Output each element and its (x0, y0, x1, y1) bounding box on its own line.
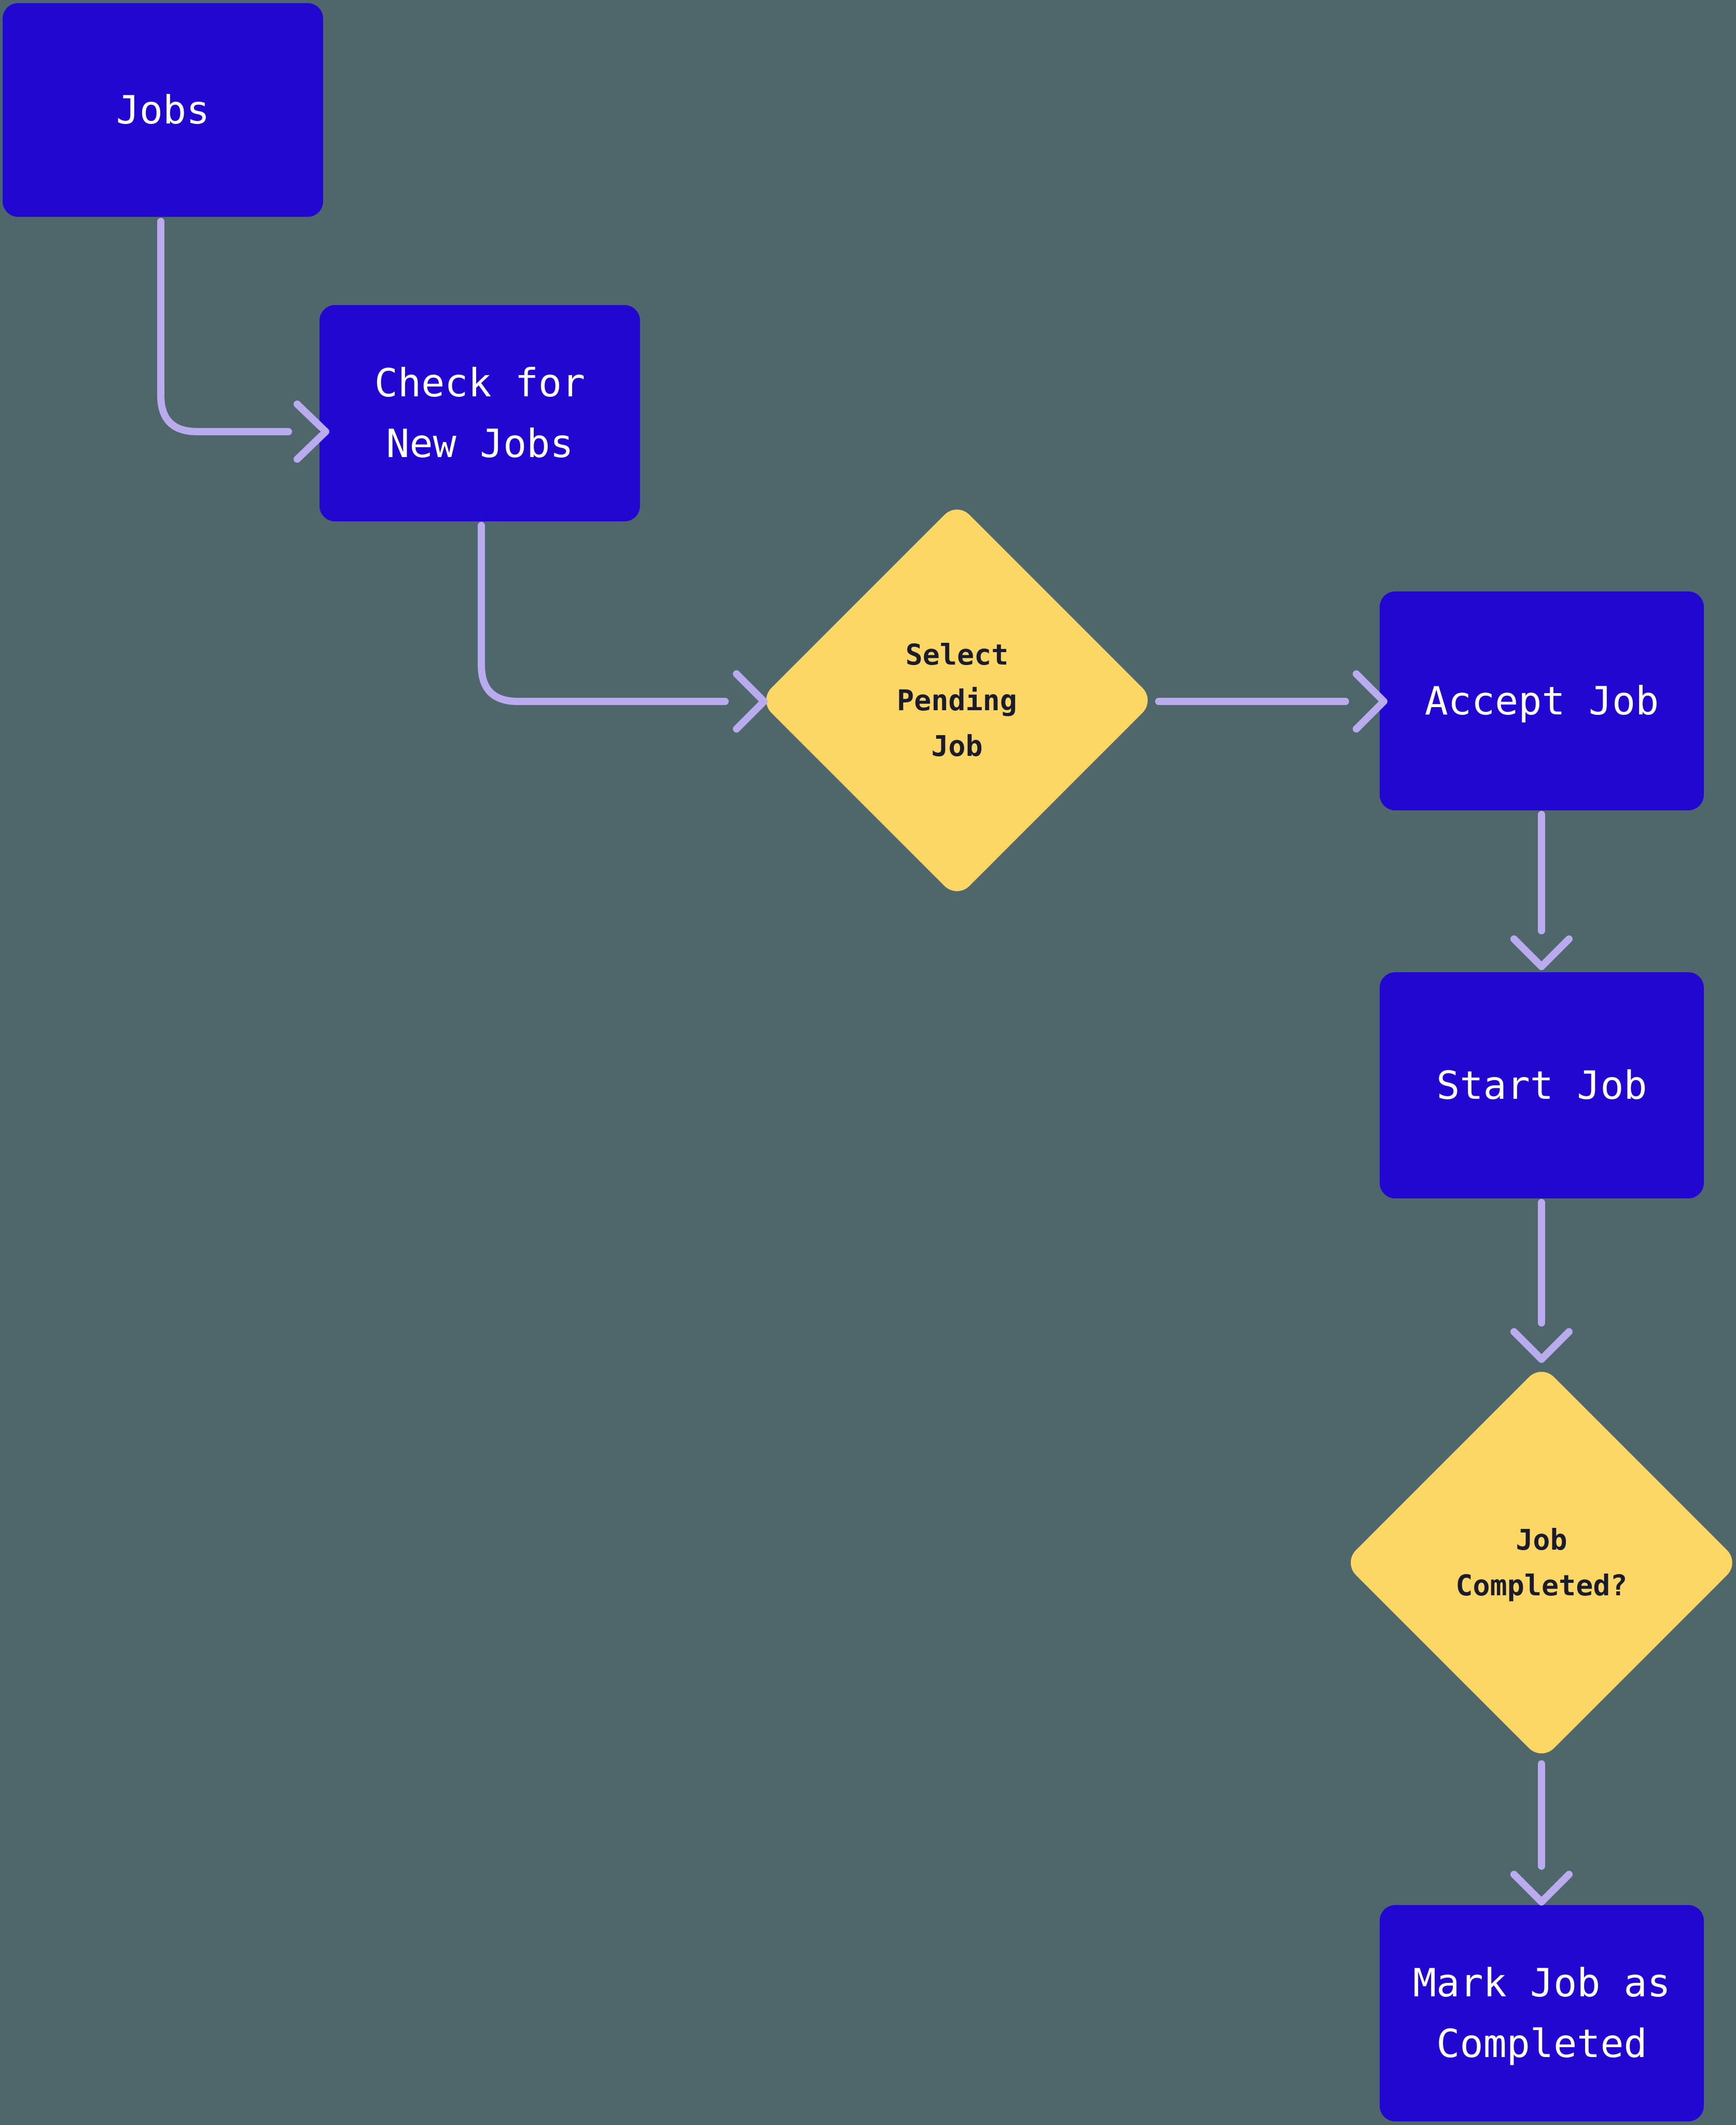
node-accept-job: Accept Job (1380, 591, 1704, 810)
node-jobs-label: Jobs (116, 87, 210, 133)
node-accept-job-label: Accept Job (1424, 678, 1659, 724)
node-job-completed-label: Job Completed? (1455, 1523, 1628, 1602)
node-start-job: Start Job (1380, 972, 1704, 1198)
node-job-completed: Job Completed? (1343, 1364, 1736, 1761)
node-check-for-new-jobs: Check for New Jobs (320, 305, 640, 521)
arrowhead-down-icon (1510, 935, 1573, 970)
arrowhead-down-icon (1510, 1328, 1573, 1363)
node-job-completed-inner: Job Completed? (1401, 1423, 1682, 1703)
arrowhead-down-icon (1510, 1871, 1573, 1906)
node-select-pending-job-label: Select Pending Job (897, 638, 1017, 763)
node-check-for-new-jobs-label: Check for New Jobs (374, 360, 586, 466)
node-start-job-label: Start Job (1436, 1062, 1647, 1108)
node-mark-job-as-completed: Mark Job as Completed (1380, 1905, 1704, 2121)
edge-check-to-select (478, 522, 729, 705)
edge-jobs-to-check (157, 218, 292, 435)
node-select-pending-job: Select Pending Job (759, 502, 1155, 899)
arrowhead-right-icon (733, 670, 768, 733)
node-select-pending-job-inner: Select Pending Job (817, 560, 1097, 840)
node-mark-job-as-completed-label: Mark Job as Completed (1413, 1960, 1671, 2066)
node-jobs: Jobs (3, 3, 323, 217)
